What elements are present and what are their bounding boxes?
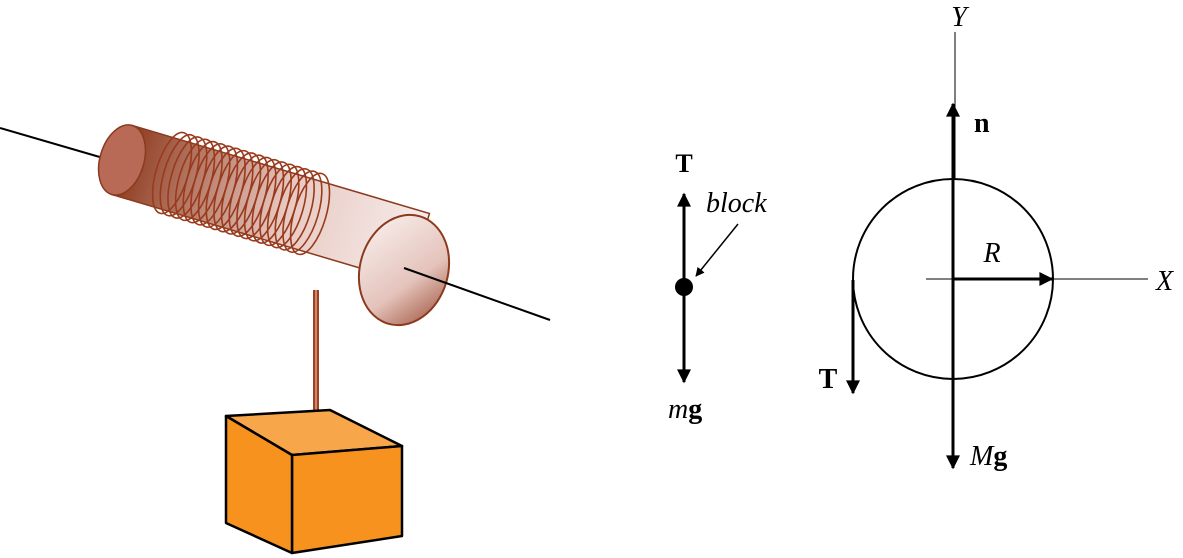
- hanging-block: [224, 408, 404, 555]
- block-free-body-diagram: T block mg: [668, 149, 767, 425]
- cylinder-tension-label: T: [819, 364, 838, 395]
- axle-front: [403, 267, 551, 321]
- axle-back: [0, 127, 111, 161]
- block-weight-label: mg: [668, 394, 702, 425]
- normal-force-label: n: [974, 108, 990, 139]
- cylinder-weight-label: Mg: [969, 441, 1007, 472]
- string-coils: [151, 131, 331, 256]
- x-axis-label: X: [1155, 266, 1174, 297]
- mass-symbol: m: [668, 394, 688, 425]
- radius-label: R: [982, 238, 1000, 269]
- gravity-symbol: g: [688, 394, 702, 425]
- cylinder-gravity-symbol: g: [993, 441, 1007, 472]
- spool-illustration: [0, 124, 551, 555]
- block-tension-label: T: [675, 149, 692, 178]
- block-pointer-arrow: [695, 223, 739, 277]
- block-point: [675, 278, 693, 296]
- cylinder-free-body-diagram: Y X n Mg R T: [819, 2, 1174, 472]
- y-axis-label: Y: [951, 2, 970, 33]
- cylinder-mass-symbol: M: [969, 441, 995, 472]
- block-label: block: [706, 188, 767, 219]
